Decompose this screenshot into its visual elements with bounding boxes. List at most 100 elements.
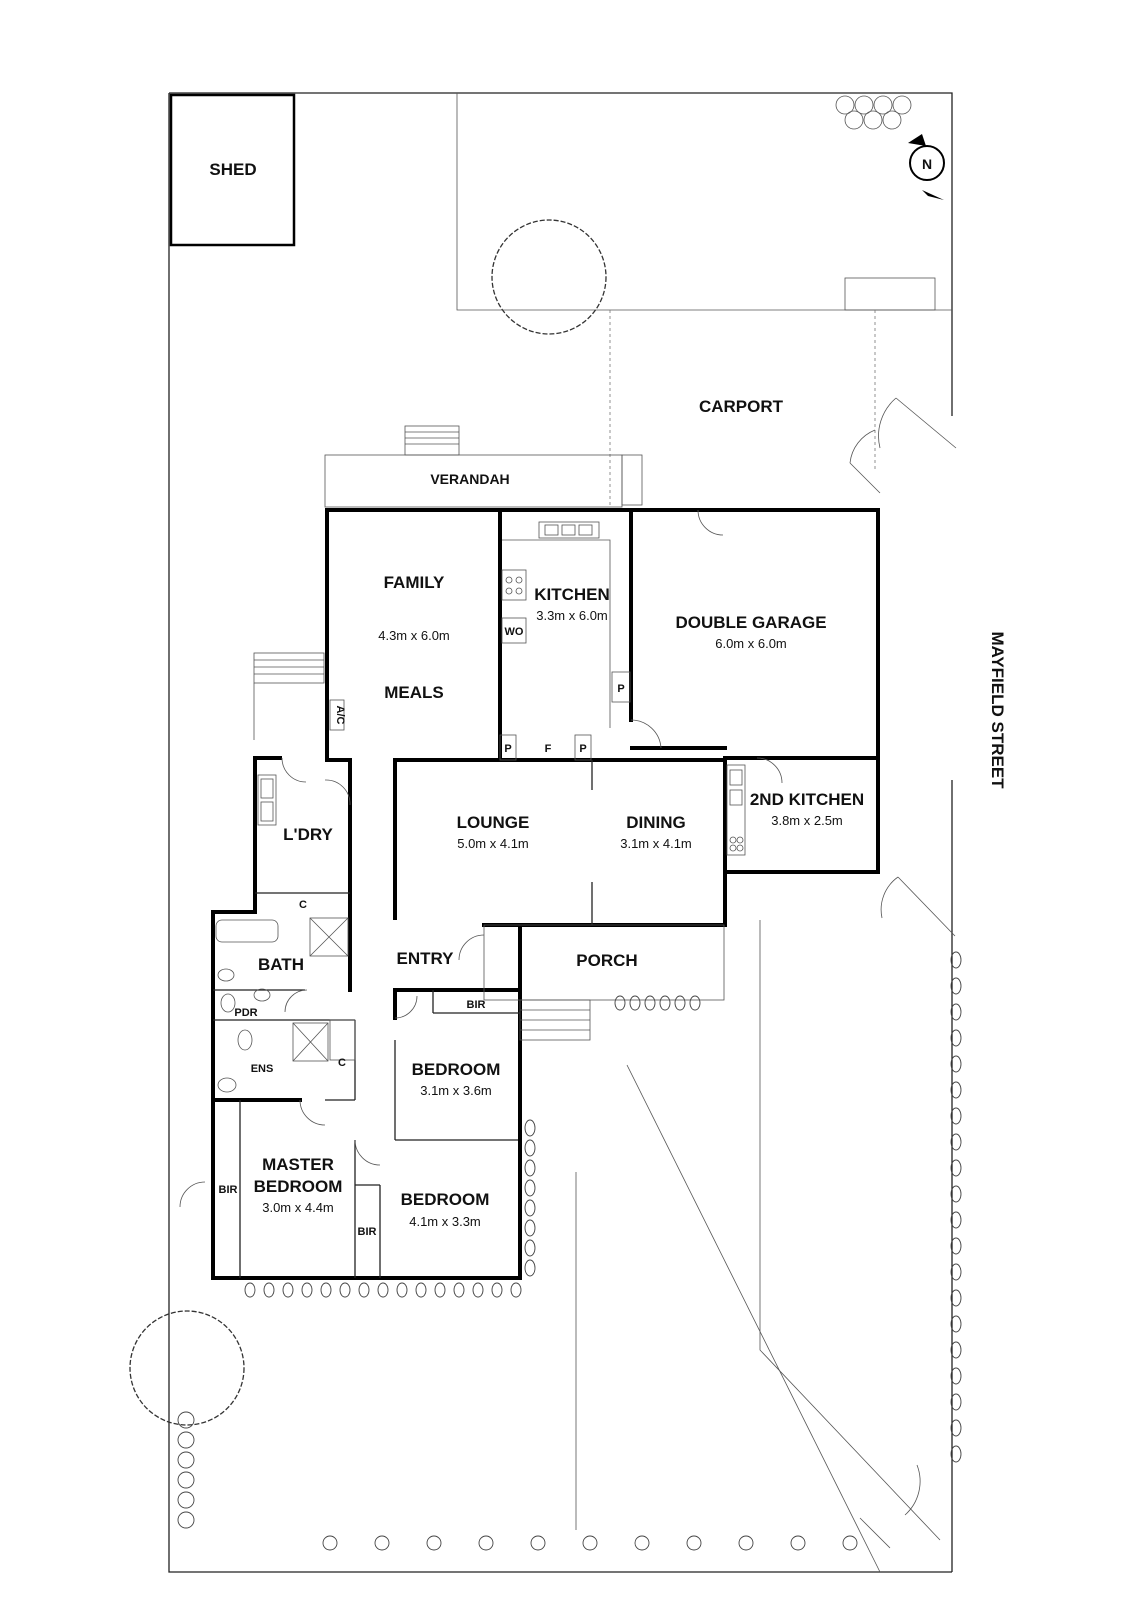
shrub-dot [950, 977, 962, 995]
shrub-dot [524, 1159, 536, 1177]
shrub-dot [339, 1282, 351, 1298]
dining-label: DINING [626, 813, 686, 832]
kitchen-fixtures: WO P P P F [499, 521, 631, 761]
shrub-dot [377, 1282, 389, 1298]
shrub-dot [659, 995, 671, 1011]
bedroom1-label: BEDROOM [412, 1060, 501, 1079]
pantry-label-3: P [579, 743, 586, 755]
shed: SHED [169, 93, 296, 247]
shrub-dot [644, 995, 656, 1011]
shrub-dot [582, 1535, 598, 1551]
shrub-dot [950, 1003, 962, 1021]
shrub-dot [320, 1282, 332, 1298]
shrub-dot [950, 1315, 962, 1333]
fridge-label: F [545, 743, 552, 755]
bedroom2-label: BEDROOM [401, 1190, 490, 1209]
master-label-2: BEDROOM [254, 1177, 343, 1196]
shrub-dot [950, 1393, 962, 1411]
shrub-dot [950, 1055, 962, 1073]
meals-label: MEALS [384, 683, 444, 702]
ac-label: A/C [334, 706, 346, 725]
shrub-dot [510, 1282, 522, 1298]
house-walls [211, 508, 880, 1280]
shrub-dot [524, 1259, 536, 1277]
shrub-dot [686, 1535, 702, 1551]
master-bir-label: BIR [219, 1184, 238, 1196]
bath-label: BATH [258, 955, 304, 974]
shrub-dot [950, 1185, 962, 1203]
lounge-label: LOUNGE [457, 813, 530, 832]
master-dims: 3.0m x 4.4m [262, 1200, 334, 1215]
bedroom1-dims: 3.1m x 3.6m [420, 1083, 492, 1098]
shrub-dot [177, 1451, 195, 1469]
shrub-dot [614, 995, 626, 1011]
dining-dims: 3.1m x 4.1m [620, 836, 692, 851]
entry-label: ENTRY [397, 949, 455, 968]
shrub-dot [524, 1119, 536, 1137]
bathroom-fixtures [215, 917, 356, 1093]
shrub-dot [950, 1133, 962, 1151]
shrub-dot [950, 1107, 962, 1125]
property-boundary [168, 92, 953, 1573]
lounge-dims: 5.0m x 4.1m [457, 836, 529, 851]
shrub-dot [322, 1535, 338, 1551]
porch: PORCH [483, 924, 725, 1041]
family-label: FAMILY [384, 573, 445, 592]
yard-lines: CARPORT [456, 93, 952, 510]
street-label: MAYFIELD STREET [988, 631, 1007, 789]
shrub-dot [453, 1282, 465, 1298]
driveway [575, 397, 957, 1573]
shrub-dot [950, 1367, 962, 1385]
verandah-label: VERANDAH [430, 471, 509, 487]
ac-unit: A/C [329, 699, 346, 731]
garage-label: DOUBLE GARAGE [675, 613, 826, 632]
garden-dots-icon [177, 995, 858, 1551]
tree-icon [129, 219, 607, 1426]
shrub-dot [950, 1289, 962, 1307]
shrub-dot [177, 1431, 195, 1449]
verandah: VERANDAH [324, 425, 643, 508]
shrub-dot [524, 1219, 536, 1237]
shrub-dot [415, 1282, 427, 1298]
ens-label: ENS [251, 1063, 274, 1075]
bedroom1-bir-label: BIR [467, 999, 486, 1011]
laundry-fixtures [257, 774, 277, 826]
master-label-1: MASTER [262, 1155, 334, 1174]
shrub-dot [282, 1282, 294, 1298]
shrub-dot [472, 1282, 484, 1298]
kitchen-label: KITCHEN [534, 585, 610, 604]
shrub-dot [950, 1029, 962, 1047]
second-kitchen-fixtures [726, 764, 746, 856]
shrub-dot [374, 1535, 390, 1551]
wo-label: WO [505, 626, 524, 638]
shrub-dot [950, 1211, 962, 1229]
garage-dims: 6.0m x 6.0m [715, 636, 787, 651]
shrub-dot [396, 1282, 408, 1298]
shrub-dot [524, 1239, 536, 1257]
shrub-dot [244, 1282, 256, 1298]
shrub-dot [263, 1282, 275, 1298]
shrub-dot [689, 995, 701, 1011]
shrub-dot [434, 1282, 446, 1298]
shrub-dot [950, 951, 962, 969]
shrub-dot [842, 1535, 858, 1551]
shrub-dot [301, 1282, 313, 1298]
shrub-dot [950, 1419, 962, 1437]
pdr-label: PDR [234, 1007, 257, 1019]
pantry-label: P [617, 683, 624, 695]
pantry-label-2: P [504, 743, 511, 755]
shrub-dot [177, 1411, 195, 1429]
shrub-dot [177, 1471, 195, 1489]
shrub-dot [358, 1282, 370, 1298]
shrub-dot [950, 1445, 962, 1463]
kitchen2-dims: 3.8m x 2.5m [771, 813, 843, 828]
door-swings [179, 509, 783, 1208]
shrub-dot [674, 995, 686, 1011]
shrub-dot [491, 1282, 503, 1298]
shrub-dot [530, 1535, 546, 1551]
shrub-dot [950, 1341, 962, 1359]
shrub-dot [950, 1237, 962, 1255]
ens-cupboard-label: C [338, 1057, 346, 1069]
shrub-dot [177, 1491, 195, 1509]
